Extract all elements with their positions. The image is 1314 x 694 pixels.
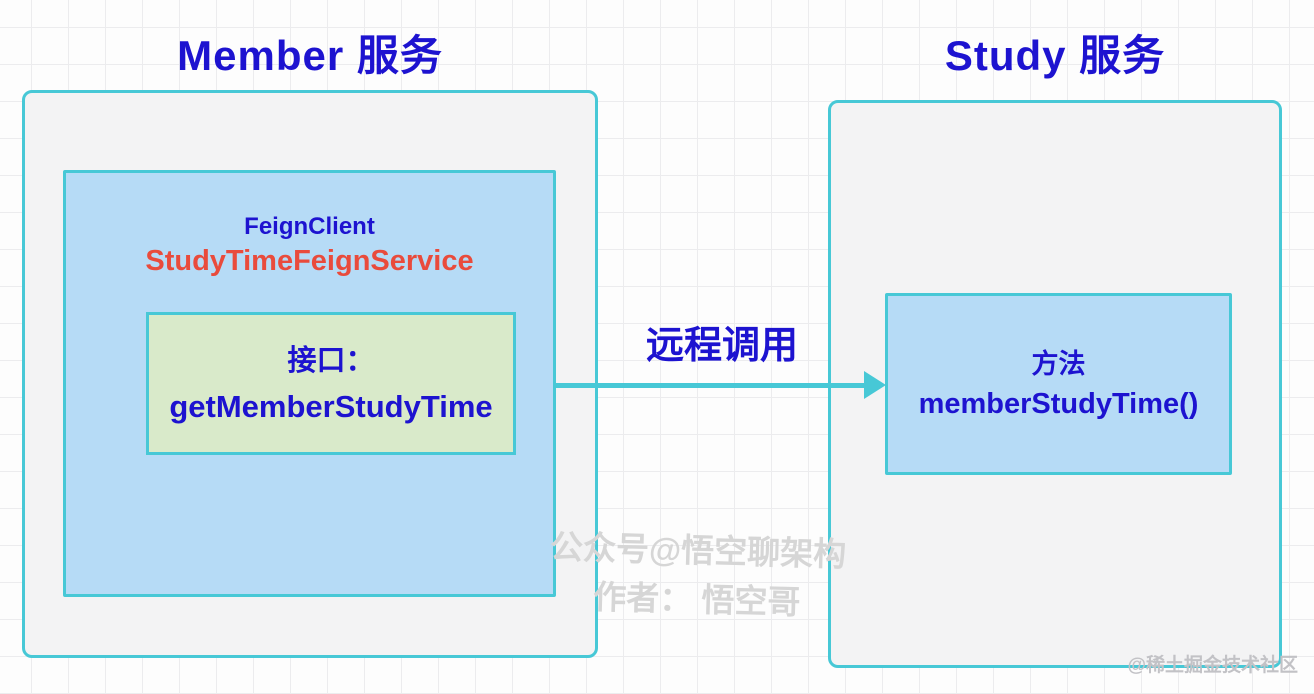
method-name: memberStudyTime() <box>918 388 1199 420</box>
member-service-box: FeignClient StudyTimeFeignService 接口： ge… <box>22 90 598 658</box>
method-box: 方法 memberStudyTime() <box>885 293 1232 475</box>
feign-client-box: FeignClient StudyTimeFeignService 接口： ge… <box>63 170 556 597</box>
study-service-title: Study 服务 <box>944 32 1166 79</box>
remote-call-arrow-line <box>556 383 866 388</box>
method-label: 方法 <box>1031 349 1086 379</box>
arrow-right-icon <box>864 371 886 399</box>
study-service-box: 方法 memberStudyTime() <box>828 100 1282 668</box>
member-service-title: Member 服务 <box>177 32 443 79</box>
feign-client-label: FeignClient <box>244 213 375 240</box>
interface-method-name: getMemberStudyTime <box>169 388 493 424</box>
feign-service-name: StudyTimeFeignService <box>145 245 474 277</box>
interface-label: 接口： <box>287 344 375 377</box>
remote-call-label: 远程调用 <box>645 325 798 367</box>
interface-box: 接口： getMemberStudyTime <box>146 312 516 455</box>
